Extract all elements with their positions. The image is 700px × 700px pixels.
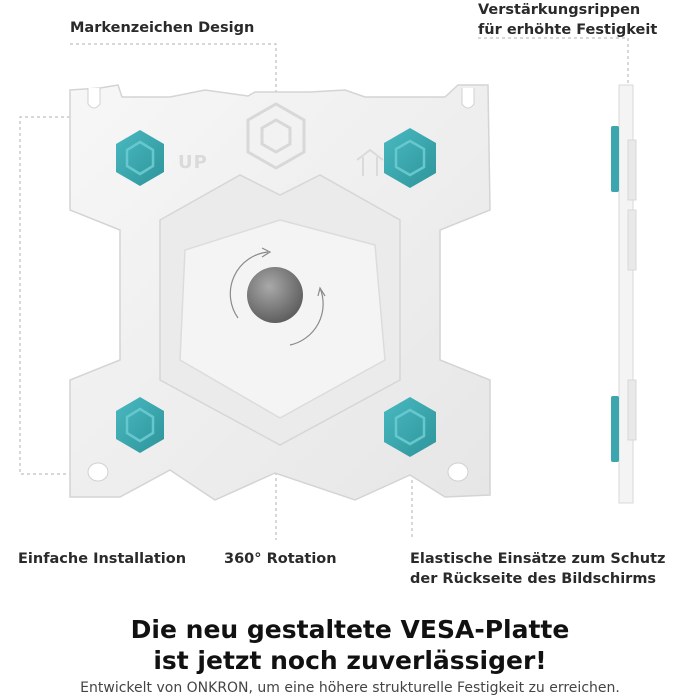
callout-inserts-line1: Elastische Einsätze zum Schutz — [410, 551, 666, 567]
callout-brand-design: Markenzeichen Design — [70, 20, 255, 36]
elastic-insert-top-right — [384, 128, 436, 188]
callout-inserts-line2: der Rückseite des Bildschirms — [410, 571, 657, 587]
subline: Entwickelt von ONKRON, um eine höhere st… — [80, 680, 620, 696]
callout-rotation: 360° Rotation — [224, 551, 337, 567]
callout-ribs-line1: Verstärkungsrippen — [478, 2, 641, 18]
brand-logo-icon — [246, 102, 306, 170]
callout-elastic-inserts: Elastische Einsätze zum Schutz der Rücks… — [410, 549, 665, 589]
headline: Die neu gestaltete VESA-Platte ist jetzt… — [0, 614, 700, 676]
plate-side-profile — [611, 84, 637, 504]
elastic-insert-top-left — [116, 130, 164, 186]
up-label: UP — [178, 152, 208, 173]
elastic-insert-bottom-left — [116, 397, 164, 453]
elastic-insert-bottom-right — [384, 397, 436, 457]
headline-line2: ist jetzt noch zuverlässiger! — [153, 646, 547, 675]
callout-ribs-line2: für erhöhte Festigkeit — [478, 22, 658, 38]
callout-easy-installation: Einfache Installation — [18, 551, 187, 567]
headline-line1: Die neu gestaltete VESA-Platte — [130, 615, 570, 644]
up-arrow-icon — [356, 148, 384, 176]
rotation-knob — [247, 267, 303, 323]
callout-reinforcement-ribs: Verstärkungsrippen für erhöhte Festigkei… — [478, 0, 657, 40]
rotation-arrows-icon — [229, 247, 326, 346]
